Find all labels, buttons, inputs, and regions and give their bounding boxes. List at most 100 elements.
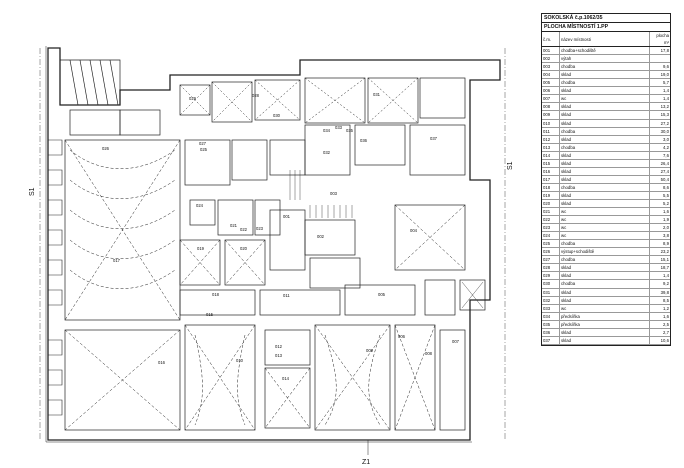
room-label: 032	[323, 150, 331, 155]
room-label: 027	[199, 141, 207, 146]
room-name: sklad	[559, 135, 650, 144]
room-area: 2,7	[649, 328, 670, 337]
room-name: wc	[559, 304, 650, 313]
section-mark-left: S1	[29, 187, 36, 196]
column-header: plocha m²	[649, 32, 670, 48]
room-area: 23,2	[649, 247, 670, 257]
room-number: 003	[542, 62, 560, 72]
room-area: 9,6	[649, 62, 670, 72]
room-label: 018	[212, 292, 220, 297]
room-area: 5,5	[649, 191, 670, 200]
room-name: wc	[559, 215, 650, 225]
room-number: 017	[542, 175, 560, 184]
room-number: 028	[542, 263, 560, 273]
room-area: 13,2	[649, 102, 670, 112]
room-area: 15,1	[649, 255, 670, 265]
room-number: 037	[542, 336, 560, 345]
room-label: 024	[196, 203, 204, 208]
room-area: 18,7	[649, 263, 670, 273]
room-label: 015	[206, 312, 214, 317]
room-area: 8,6	[649, 183, 670, 192]
room-area: 1,6	[649, 207, 670, 217]
room-label: 014	[282, 376, 290, 381]
room-area: 50,4	[649, 175, 670, 184]
room-name: sklad	[559, 199, 650, 209]
room-label: 030	[273, 113, 281, 118]
room-label: 008	[425, 351, 433, 356]
room-name: sklad	[559, 102, 650, 112]
section-mark-bottom: Z1	[362, 459, 370, 466]
room-area: 5,7	[649, 78, 670, 88]
room-area: 15,3	[649, 110, 670, 120]
room-area: 8,5	[649, 296, 670, 305]
room-name: sklad	[559, 151, 650, 160]
room-name: wc	[559, 94, 650, 104]
room-number: 026	[542, 247, 560, 257]
room-name: chodba	[559, 255, 650, 265]
room-area: 3,0	[649, 135, 670, 144]
building-title: SOKOLSKÁ č.p.1062/35	[542, 14, 670, 23]
room-number: 024	[542, 231, 560, 241]
room-label: 029	[189, 96, 197, 101]
room-area: 26,4	[649, 159, 670, 168]
room-label: 001	[283, 214, 291, 219]
room-area: 1,4	[649, 271, 670, 281]
room-name: chodba+schodiště	[559, 46, 650, 56]
room-name: předsíňka	[559, 312, 650, 321]
room-number: 031	[542, 288, 560, 297]
room-name: wc	[559, 231, 650, 241]
room-number: 007	[542, 94, 560, 104]
room-label: 011	[283, 293, 290, 298]
room-label: 012	[275, 344, 283, 349]
column-header: č.m.	[542, 32, 560, 48]
room-number: 020	[542, 199, 560, 209]
room-number: 029	[542, 271, 560, 281]
room-area-legend: SOKOLSKÁ č.p.1062/35 PLOCHA MÍSTNOSTÍ 1.…	[541, 13, 671, 346]
room-area: 1,6	[649, 312, 670, 321]
room-name: sklad	[559, 328, 650, 337]
room-name: chodba	[559, 127, 650, 136]
room-number: 011	[542, 127, 560, 136]
room-area: 27,2	[649, 119, 670, 128]
room-number: 005	[542, 78, 560, 88]
room-name: sklad	[559, 175, 650, 184]
room-name: chodba	[559, 279, 650, 289]
room-name: předsíňka	[559, 320, 650, 329]
room-area: 2,0	[649, 223, 670, 233]
room-number: 014	[542, 151, 560, 160]
room-area: 5,2	[649, 199, 670, 209]
room-number: 002	[542, 54, 560, 64]
room-label: 004	[410, 228, 418, 233]
room-label: 023	[256, 226, 264, 231]
room-label: 033	[335, 125, 343, 130]
room-area: 1,9	[649, 215, 670, 225]
room-name: sklad	[559, 263, 650, 273]
room-area: 8,9	[649, 239, 670, 249]
room-number: 025	[542, 239, 560, 249]
room-name: chodba	[559, 143, 650, 152]
room-label: 007	[452, 339, 460, 344]
room-number: 021	[542, 207, 560, 217]
